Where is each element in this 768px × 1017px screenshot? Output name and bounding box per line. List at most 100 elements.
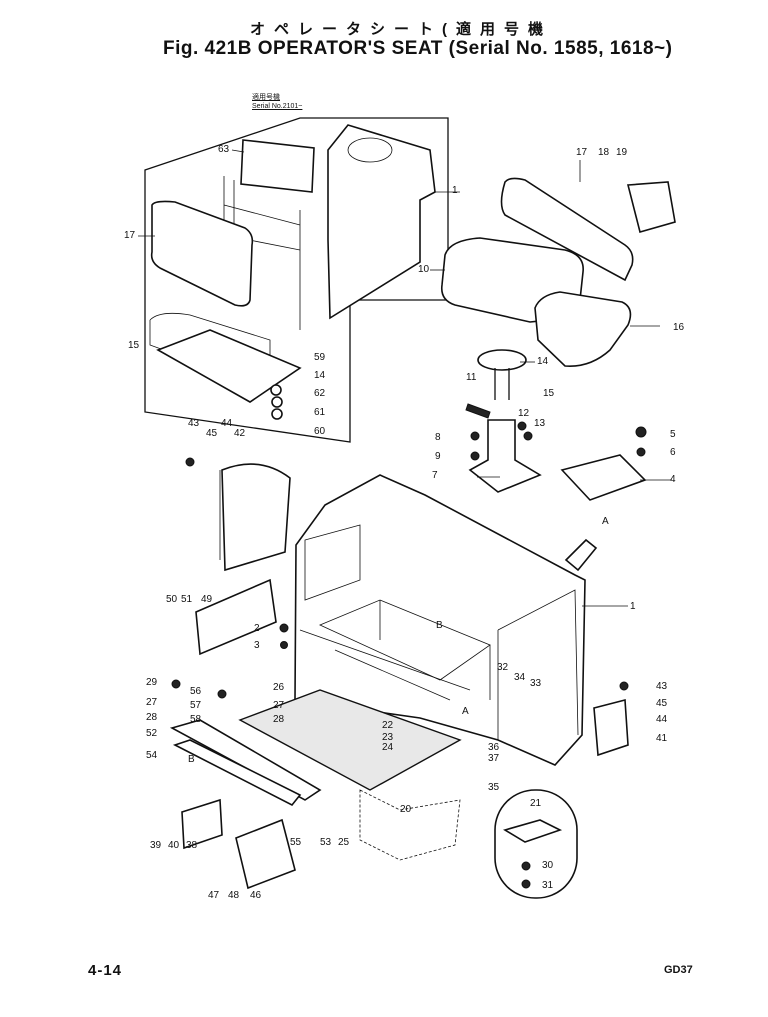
callout-label: 44	[656, 714, 668, 725]
callout-label: 4	[670, 474, 676, 485]
callout-label: 34	[514, 672, 526, 683]
detail-frame	[494, 789, 578, 899]
callout-label: 3	[254, 640, 260, 651]
washer-3	[280, 641, 288, 649]
callout-label: 6	[670, 447, 676, 458]
page-number: 4-14	[88, 962, 123, 979]
callout-label: 14	[314, 370, 326, 381]
callout-label: 54	[146, 750, 158, 761]
callout-label: 17	[576, 147, 588, 158]
callout-label: 1	[452, 185, 458, 196]
callout-label: 44	[221, 418, 233, 429]
callout-label: 52	[146, 728, 158, 739]
hose-fitting	[564, 538, 598, 572]
inset-frame	[144, 117, 449, 443]
callout-label: 28	[273, 714, 285, 725]
inset-serial-jp: 適用号機	[252, 94, 280, 101]
bolt-56	[217, 689, 227, 699]
floor-plate	[238, 689, 462, 791]
callout-label: 15	[128, 340, 140, 351]
callout-label: 28	[146, 712, 158, 723]
callout-label: 22	[382, 720, 394, 731]
callout-label: 43	[188, 418, 200, 429]
housing-inner-frame	[299, 600, 491, 701]
washer-13	[523, 431, 533, 441]
callout-label: 56	[190, 686, 202, 697]
callout-label: 21	[530, 798, 542, 809]
bolt-2	[279, 623, 289, 633]
callout-label: 14	[537, 356, 549, 367]
callout-label: 23	[382, 732, 394, 743]
label-a-mark: A	[462, 706, 469, 717]
bolt-29	[171, 679, 181, 689]
plate-46	[235, 818, 296, 890]
side-panel-42	[221, 463, 291, 572]
callout-label: 5	[670, 429, 676, 440]
callout-label: 12	[518, 408, 530, 419]
callout-label: 60	[314, 426, 326, 437]
bar-54	[172, 739, 302, 807]
figure-title: Fig. 421B OPERATOR'S SEAT (Serial No. 15…	[163, 38, 673, 59]
callout-label: 42	[234, 428, 246, 439]
callout-label: 24	[382, 742, 394, 753]
callout-label: 31	[542, 880, 554, 891]
view-arrow-a: A	[602, 516, 609, 527]
side-bracket-41	[593, 698, 629, 757]
callout-label: 39	[150, 840, 162, 851]
bolt-5	[635, 426, 647, 438]
callout-label: 59	[314, 352, 326, 363]
bolt-43-left	[185, 457, 195, 467]
label-b-inner: B	[436, 620, 443, 631]
callout-label: 41	[656, 733, 668, 744]
drawing-code: GD37	[664, 964, 693, 976]
callout-label: 49	[201, 594, 213, 605]
callout-label: 35	[488, 782, 500, 793]
callout-label: 33	[530, 678, 542, 689]
bolt-43-right	[619, 681, 629, 691]
callout-label: 61	[314, 407, 326, 418]
washer-6	[636, 447, 646, 457]
title-japanese: オペレータシート(適用号機	[250, 21, 552, 38]
inset-base-plate	[156, 329, 302, 403]
armrest-cushion-16	[534, 291, 632, 367]
inset-housing-hole	[347, 137, 393, 163]
bracket-21	[503, 819, 563, 843]
label-b-mark: B	[188, 754, 195, 765]
washer-8	[470, 431, 480, 441]
callout-label: 45	[206, 428, 218, 439]
callout-label: 37	[488, 753, 500, 764]
inset-serial-note: 適用号機 Serial No.2101~	[252, 93, 302, 111]
callout-label: 16	[673, 322, 685, 333]
callout-label: 7	[432, 470, 438, 481]
callout-label: 30	[542, 860, 554, 871]
callout-label: 38	[186, 840, 198, 851]
callout-label: 50	[166, 594, 178, 605]
callout-label: 51	[181, 594, 193, 605]
plate-38	[181, 798, 223, 850]
callout-label: 13	[534, 418, 546, 429]
pedestal-plate-14	[477, 349, 527, 371]
lower-outline	[359, 789, 461, 861]
backrest-17	[500, 177, 634, 282]
seat-column	[468, 419, 542, 493]
callout-label: 11	[466, 372, 477, 383]
callout-label: 2	[254, 623, 260, 634]
callout-label: 20	[400, 804, 412, 815]
inset-seat-cushion-17	[150, 200, 254, 307]
callout-label: 19	[616, 147, 628, 158]
callout-label: 48	[228, 890, 240, 901]
callout-label: 10	[418, 264, 430, 275]
callout-label: 47	[208, 890, 220, 901]
washer-31	[521, 879, 531, 889]
washer-12	[517, 421, 527, 431]
callout-label: 36	[488, 742, 500, 753]
callout-label: 32	[497, 662, 509, 673]
callout-label: 1	[630, 601, 636, 612]
inset-backrest-frame	[223, 176, 301, 330]
callout-label: 18	[598, 147, 610, 158]
callout-label: 45	[656, 698, 668, 709]
callout-label: 26	[273, 682, 285, 693]
callout-label: 53	[320, 837, 332, 848]
